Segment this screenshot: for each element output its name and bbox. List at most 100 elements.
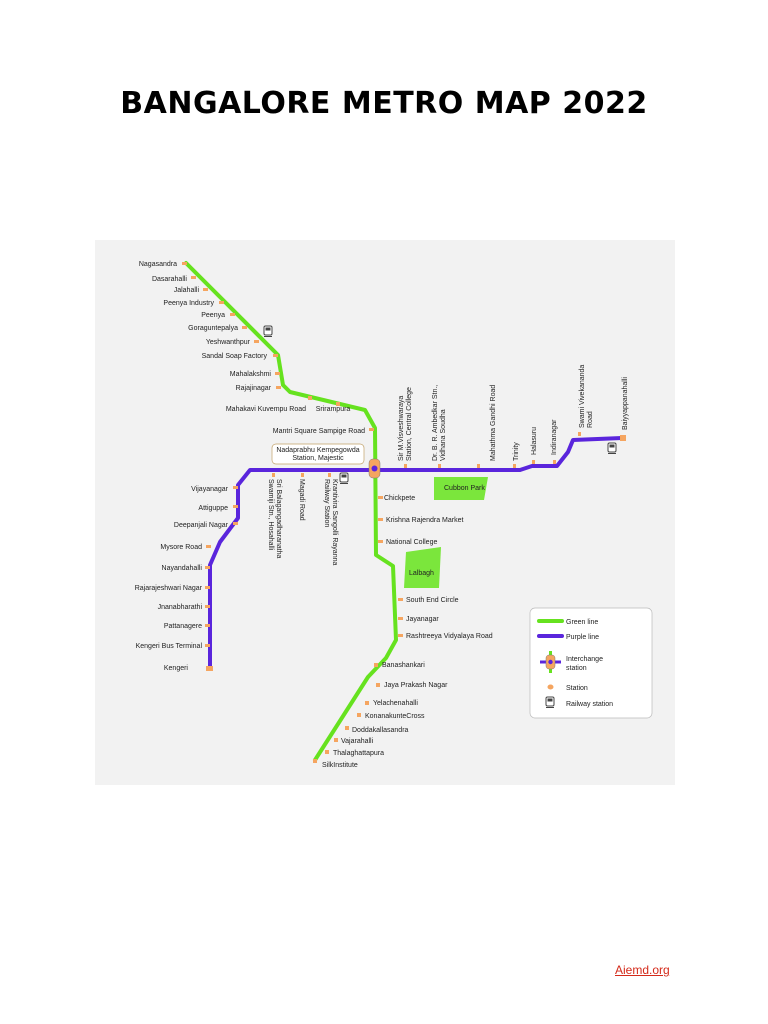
station-dot [336, 402, 340, 406]
station-dot [365, 701, 369, 705]
station-label: Magadi Road [298, 479, 305, 521]
station-label: KonanakunteCross [365, 713, 425, 720]
station-label: Mahalakshmi [230, 371, 272, 378]
station-dot [325, 750, 329, 754]
station-dot [206, 545, 211, 548]
station-dot [328, 473, 331, 477]
station-label: Kengeri Bus Terminal [136, 643, 203, 650]
green-line-stations-south: Chickpete Krishna Rajendra Market Nation… [313, 495, 493, 769]
legend-purple-line-label: Purple line [566, 634, 599, 641]
station-label: Rajarajeshwari Nagar [135, 585, 203, 592]
station-label: Trinity [513, 442, 520, 461]
station-label: Mahathma Gandhi Road [490, 385, 497, 461]
station-dot [203, 288, 208, 291]
station-dot [272, 473, 275, 477]
station-dot [205, 624, 210, 627]
station-label: Yelachenahalli [373, 700, 418, 707]
station-label: Vajarahalli [341, 738, 374, 745]
interchange-label-box [271, 443, 365, 465]
station-dot [369, 428, 374, 431]
railway-station-icon [263, 325, 273, 337]
legend-green-line-label: Green line [566, 619, 598, 626]
station-label: Swamiji Stn., Hosahalli [267, 479, 274, 551]
station-label: Vijayanagar [191, 486, 229, 493]
station-dot [334, 738, 338, 742]
station-label: Thalaghattapura [333, 750, 384, 757]
station-dot [242, 326, 247, 329]
station-label: Road [587, 411, 594, 428]
station-label: Jayanagar [406, 616, 439, 623]
station-dot [345, 726, 349, 730]
railway-station-icon [607, 442, 617, 454]
interchange-dot [371, 465, 378, 472]
station-label: Swami Vivekananda [579, 365, 586, 428]
legend-station-dot [547, 684, 554, 690]
station-dot [206, 666, 213, 671]
station-label: Srirampura [316, 406, 351, 413]
station-label: Vidhana Soudha [440, 409, 447, 461]
interchange-label-line2: Station, Majestic [292, 455, 344, 462]
station-dot [578, 432, 581, 436]
green-line [184, 261, 398, 762]
station-dot [357, 713, 361, 717]
station-label: Mantri Square Sampige Road [273, 428, 365, 435]
footer-link[interactable]: Aiemd.org [615, 963, 670, 977]
station-label: Sandal Soap Factory [202, 353, 268, 360]
station-dot [205, 566, 210, 569]
station-dot [378, 540, 383, 543]
station-label: Deepanjali Nagar [174, 522, 229, 529]
station-label: Baiyyappanahalli [622, 377, 629, 430]
station-label: Rajajinagar [236, 385, 272, 392]
station-label: Krishna Rajendra Market [386, 517, 463, 524]
station-dot [233, 522, 238, 525]
lalbagh-area [404, 547, 441, 588]
station-dot [513, 464, 516, 468]
station-dot [273, 354, 278, 357]
station-label: Peenya Industry [163, 300, 214, 307]
station-label: Jalahalli [174, 287, 200, 294]
purple-line-stations-central: Sri Balagangadharanatha Swamiji Stn., Ho… [267, 365, 629, 566]
station-label: Banashankari [382, 662, 425, 669]
station-label: Kengeri [164, 665, 189, 672]
legend-railway-icon [545, 696, 555, 708]
station-label: Dasarahalli [152, 276, 187, 283]
station-label: Yeshwanthpur [206, 339, 251, 346]
station-dot [233, 486, 238, 489]
purple-line [208, 436, 624, 670]
station-dot [398, 617, 403, 620]
station-dot [378, 496, 383, 499]
station-dot [233, 505, 238, 508]
station-label: South End Circle [406, 597, 459, 604]
station-label: SilkInstitute [322, 762, 358, 769]
station-label: Nagasandra [139, 261, 177, 268]
station-label: Attiguppe [198, 505, 228, 512]
station-dot [477, 464, 480, 468]
station-label: Goraguntepalya [188, 325, 238, 332]
lalbagh-label: Lalbagh [409, 570, 434, 577]
cubbon-park-area [434, 477, 488, 500]
station-label: Jnanabharathi [158, 604, 203, 611]
station-dot [276, 386, 281, 389]
station-label: Nayandahalli [162, 565, 203, 572]
station-label: Rashtreeya Vidyalaya Road [406, 633, 493, 640]
station-dot [438, 464, 441, 468]
station-label: Sri Balagangadharanatha [275, 479, 282, 559]
cubbon-park-label: Cubbon Park [444, 485, 485, 492]
station-label: Doddakallasandra [352, 727, 409, 734]
station-label: Mysore Road [160, 544, 202, 551]
station-label: Sir M.Visveshwaraya [398, 396, 405, 461]
station-dot [301, 473, 304, 477]
station-label: Halasuru [531, 427, 538, 455]
station-dot [205, 586, 210, 589]
station-dot [553, 460, 556, 464]
legend-interchange-label-2: station [566, 665, 587, 672]
station-label: Station, Central College [406, 387, 413, 461]
legend-station-label: Station [566, 685, 588, 692]
metro-map: Cubbon Park Lalbagh Nadaprabhu Kempegowd… [95, 240, 675, 785]
station-dot [620, 435, 626, 441]
interchange-label-line1: Nadaprabhu Kempegowda [276, 447, 359, 454]
station-label: Chickpete [384, 495, 415, 502]
station-dot [378, 518, 383, 521]
green-line-stations: Nagasandra Dasarahalli Jalahalli Peenya … [139, 261, 374, 435]
page-title: BANGALORE METRO MAP 2022 [120, 86, 648, 121]
